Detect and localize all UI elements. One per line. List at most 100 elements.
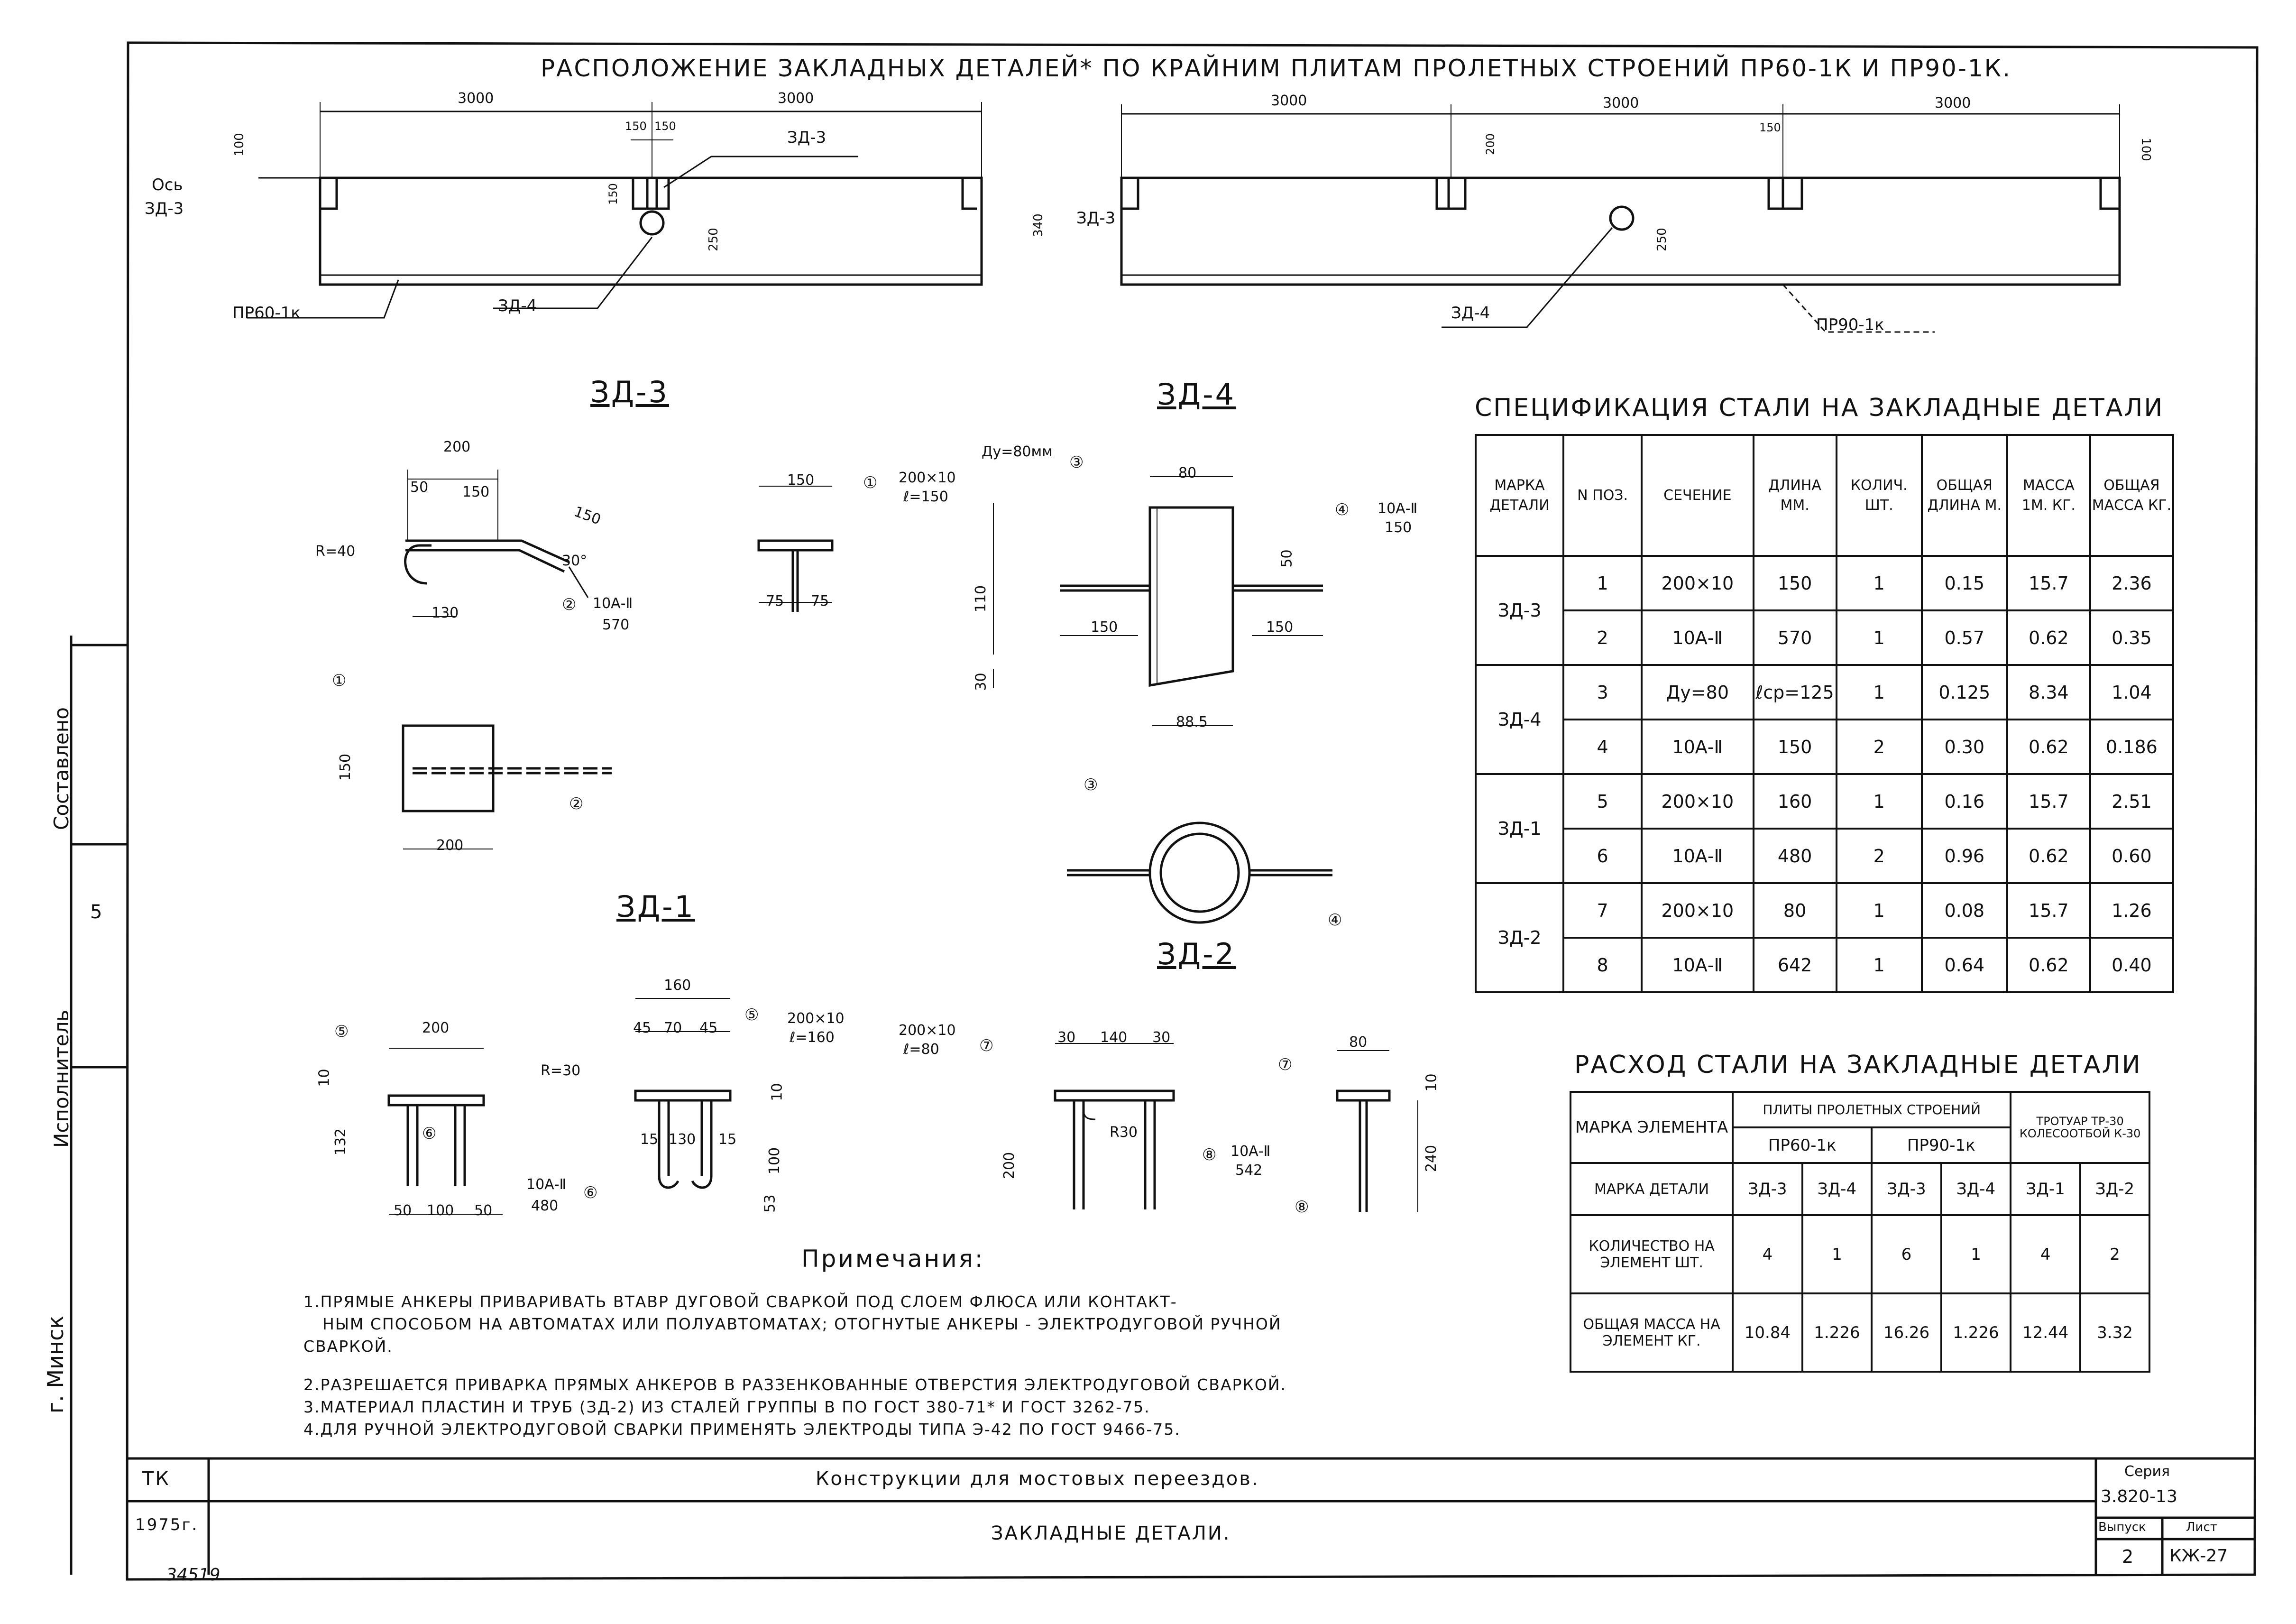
pos-marker-7: ⑦ xyxy=(979,1036,994,1055)
spec-cell: 0.62 xyxy=(2006,937,2091,993)
detail-title-zd4: ЗД-4 xyxy=(1157,377,1236,412)
zd2-pos7-length: ℓ=80 xyxy=(903,1041,939,1058)
spec-cell: 2 xyxy=(1835,719,1923,775)
spec-cell: 15.7 xyxy=(2006,882,2091,939)
spec-cell: 0.64 xyxy=(1920,937,2008,993)
spec-cell: 2.51 xyxy=(2089,773,2175,830)
plan-dim: 3000 xyxy=(1603,95,1639,111)
zd4-dy: Дy=80мм xyxy=(982,443,1053,460)
zd1-pos5-section: 200×10 xyxy=(787,1010,845,1027)
plan-dim: 200 xyxy=(1483,133,1497,155)
spec-cell: 2 xyxy=(1562,609,1643,666)
zd1-dim: 130 xyxy=(669,1131,696,1148)
pos-marker-3: ③ xyxy=(1069,453,1084,472)
spec-cell: 15.7 xyxy=(2006,555,2091,611)
table-row: Марка детали ЗД-3 ЗД-4 ЗД-3 ЗД-4 ЗД-1 ЗД… xyxy=(1569,1162,2151,1216)
cons-cell: 3.32 xyxy=(2079,1292,2151,1373)
pos-marker-7b: ⑦ xyxy=(1278,1055,1293,1074)
plan-dim: 3000 xyxy=(1271,92,1307,109)
pos-marker-4b: ④ xyxy=(1328,911,1342,930)
spec-cell: 3 xyxy=(1562,664,1643,720)
stamp-series-label: Серия xyxy=(2124,1463,2170,1480)
spec-cell: 2.36 xyxy=(2089,555,2175,611)
spec-header: Длина мм. xyxy=(1752,434,1837,557)
table-row: ЗД-4 3 Дy=80 ℓср=125 1 0.125 8.34 1.04 xyxy=(1474,664,2175,775)
zd4-pos4-section: 10А-Ⅱ xyxy=(1378,500,1418,517)
spec-cell: 0.125 xyxy=(1920,664,2008,720)
spec-cell: 0.62 xyxy=(2006,609,2091,666)
spec-mark: ЗД-3 xyxy=(1474,555,1565,666)
spec-table: Марка детали N поз. Сечение Длина мм. Ко… xyxy=(1474,434,2175,993)
spec-header: Общая масса кг. xyxy=(2089,434,2175,557)
spec-cell: 0.60 xyxy=(2089,828,2175,884)
pos-marker-6: ⑥ xyxy=(422,1124,437,1143)
zd3-dim: 200 xyxy=(443,439,471,455)
cons-cell: ЗД-4 xyxy=(1801,1162,1873,1216)
plan-label-pr90: ПР90-1к xyxy=(1816,315,1884,334)
cons-row-label: Общая масса на элемент кг. xyxy=(1569,1292,1734,1373)
spec-title: Спецификация стали на закладные детали xyxy=(1475,394,2164,422)
pos-marker-4: ④ xyxy=(1335,500,1350,519)
zd1-dim: R=30 xyxy=(541,1062,581,1079)
cons-cell: 12.44 xyxy=(2010,1292,2081,1373)
spec-cell: 10А-Ⅱ xyxy=(1641,937,1754,993)
spec-cell: 642 xyxy=(1752,937,1837,993)
spec-cell: 480 xyxy=(1752,828,1837,884)
zd1-dim: 50 xyxy=(474,1202,493,1219)
note-line: 1.Прямые анкеры приваривать втавр дугово… xyxy=(303,1292,1177,1311)
plan-dim: 100 xyxy=(2138,138,2153,161)
stamp-issue-label: Выпуск xyxy=(2098,1520,2146,1534)
spec-cell: 7 xyxy=(1562,882,1643,939)
table-row: ЗД-2 7 200×10 80 1 0.08 15.7 1.26 xyxy=(1474,882,2175,993)
cons-row-label: Марка детали xyxy=(1569,1162,1734,1216)
spec-cell: 5 xyxy=(1562,773,1643,830)
spec-cell: 0.62 xyxy=(2006,828,2091,884)
table-row: 6 10А-Ⅱ 480 2 0.96 0.62 0.60 xyxy=(1476,828,2175,884)
plan-dim: 3000 xyxy=(778,90,814,107)
stamp-tk: ТК xyxy=(142,1468,170,1490)
cons-cell: ЗД-2 xyxy=(2079,1162,2151,1216)
stamp-side-1: Исполнитель xyxy=(50,1009,73,1148)
zd2-dim: 30 xyxy=(1152,1029,1171,1046)
spec-cell: 2 xyxy=(1835,828,1923,884)
zd1-dim: 50 xyxy=(394,1202,412,1219)
stamp-sheet-label: Лист xyxy=(2186,1520,2217,1534)
spec-cell: 80 xyxy=(1752,882,1837,939)
spec-cell: 15.7 xyxy=(2006,773,2091,830)
zd1-dim: 100 xyxy=(766,1147,783,1175)
zd2-pos8-section: 10А-Ⅱ xyxy=(1231,1143,1271,1160)
spec-cell: 0.96 xyxy=(1920,828,2008,884)
spec-cell: 1 xyxy=(1835,773,1923,830)
zd1-pos6-section: 10А-Ⅱ xyxy=(526,1176,567,1193)
table-row: Количество на элемент шт. 4 1 6 1 4 2 xyxy=(1569,1214,2151,1294)
note-line: 4.Для ручной электродуговой сварки приме… xyxy=(303,1420,1181,1439)
zd1-dim: 45 xyxy=(699,1020,718,1036)
cons-cell: 16.26 xyxy=(1871,1292,1942,1373)
zd4-pos4-length: 150 xyxy=(1385,519,1412,536)
spec-cell: 200×10 xyxy=(1641,555,1754,611)
cons-header-plates: Плиты пролетных строений xyxy=(1732,1091,2012,1128)
spec-cell: Дy=80 xyxy=(1641,664,1754,720)
zd2-pos7-section: 200×10 xyxy=(899,1022,956,1039)
zd3-dim: 150 xyxy=(462,484,490,500)
plan-right-slab xyxy=(1120,104,2121,333)
spec-cell: 200×10 xyxy=(1641,882,1754,939)
zd2-dim: 200 xyxy=(1001,1152,1018,1180)
spec-cell: 1 xyxy=(1835,609,1923,666)
plan-left-slab xyxy=(247,102,983,319)
zd1-dim: 15 xyxy=(718,1131,737,1148)
zd2-dim: 140 xyxy=(1100,1029,1128,1046)
spec-header: Масса 1м. кг. xyxy=(2006,434,2091,557)
zd4-drawings xyxy=(993,476,1332,924)
cons-row-label: Количество на элемент шт. xyxy=(1569,1214,1734,1294)
zd4-dim: 150 xyxy=(1091,619,1118,636)
spec-header-row: Марка детали N поз. Сечение Длина мм. Ко… xyxy=(1474,434,2175,557)
cons-header-pr60: ПР60-1к xyxy=(1732,1126,1873,1164)
zd1-dim: 100 xyxy=(427,1202,454,1219)
spec-cell: 1 xyxy=(1562,555,1643,611)
spec-cell: 0.30 xyxy=(1920,719,2008,775)
plan-dim: 150 xyxy=(606,183,620,205)
cons-cell: 4 xyxy=(1732,1214,1803,1294)
spec-cell: 1 xyxy=(1835,937,1923,993)
plan-label-zd4: ЗД-4 xyxy=(498,296,537,315)
